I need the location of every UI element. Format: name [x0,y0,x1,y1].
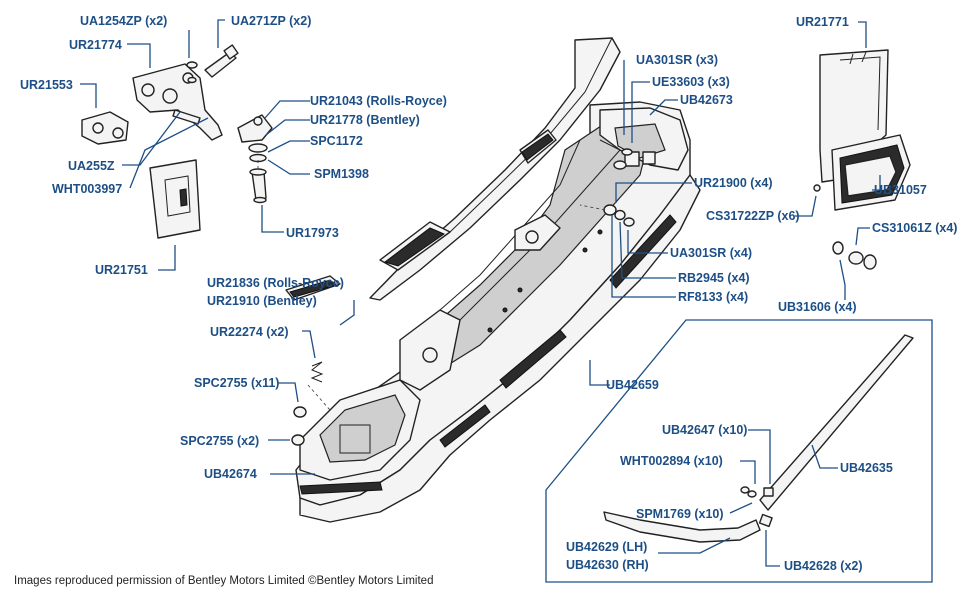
label-rb2945: RB2945 (x4) [678,271,750,285]
label-ur21910: UR21910 (Bentley) [207,294,317,308]
label-ur21751: UR21751 [95,263,148,277]
label-cs31061z: CS31061Z (x4) [872,221,958,235]
label-ur22274: UR22274 (x2) [210,325,289,339]
label-ur21836: UR21836 (Rolls-Royce) [207,276,344,290]
label-ub42673: UB42673 [680,93,733,107]
bumper-assembly [285,37,701,523]
image-credit: Images reproduced permission of Bentley … [14,575,434,587]
label-ub42659: UB42659 [606,378,659,392]
label-ua301sr-x4: UA301SR (x4) [670,246,752,260]
label-ub42674: UB42674 [204,467,257,481]
label-ua1254zp: UA1254ZP (x2) [80,14,168,28]
label-spc2755-x2: SPC2755 (x2) [180,434,260,448]
label-ub31606: UB31606 (x4) [778,300,857,314]
label-spm1398: SPM1398 [314,167,369,181]
label-ub42630: UB42630 (RH) [566,558,649,572]
moulding-inset [545,319,933,583]
label-cs31722zp: CS31722ZP (x6) [706,209,800,223]
label-spm1769: SPM1769 (x10) [636,507,724,521]
label-ua271zp: UA271ZP (x2) [231,14,312,28]
label-ur21778: UR21778 (Bentley) [310,113,420,127]
label-spc1172: SPC1172 [310,134,363,148]
label-spc2755-x11: SPC2755 (x11) [194,376,280,390]
label-wht003997: WHT003997 [52,182,123,196]
label-ur17973: UR17973 [286,226,339,240]
label-ue33603: UE33603 (x3) [652,75,730,89]
label-ub42628: UB42628 (x2) [784,559,863,573]
label-ur21900: UR21900 (x4) [694,176,773,190]
label-wht002894: WHT002894 (x10) [620,454,723,468]
label-ur21553: UR21553 [20,78,73,92]
buffer-springs [291,361,331,446]
leader-lines [80,19,881,567]
label-ur21774: UR21774 [69,38,122,52]
label-ua255z: UA255Z [68,159,115,173]
label-ur21771: UR21771 [796,15,849,29]
label-ub42629: UB42629 (LH) [566,540,648,554]
label-ub42635: UB42635 [840,461,893,475]
label-ub42647: UB42647 (x10) [662,423,748,437]
label-ur21043: UR21043 (Rolls-Royce) [310,94,447,108]
label-ub31057: UB31057 [874,183,927,197]
label-ua301sr-x3: UA301SR (x3) [636,53,718,67]
number-plate-group [813,49,911,270]
label-rf8133: RF8133 (x4) [678,290,749,304]
hinge-bracket-group [81,44,273,239]
fixing-nuts [579,148,635,227]
